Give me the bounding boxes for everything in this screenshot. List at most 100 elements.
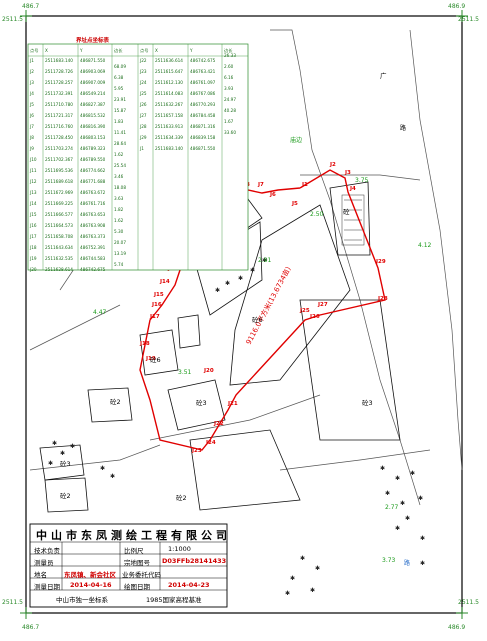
svg-text:J28: J28 <box>377 296 388 302</box>
coord-table-cell: 2511689.618 <box>45 179 73 184</box>
coord-table-cell: 28.64 <box>114 141 126 146</box>
coord-table-cell: J1 <box>140 146 144 151</box>
coord-table-cell: 5.30 <box>114 229 124 234</box>
svg-text:庙边: 庙边 <box>290 136 302 144</box>
coord-table-cell: 2511632.535 <box>45 256 73 261</box>
svg-text:J24: J24 <box>205 440 216 446</box>
coord-table-cell: 2511633.913 <box>155 124 183 129</box>
coord-table-cell: 486871.550 <box>190 146 216 151</box>
location-label: 地名 <box>34 571 47 579</box>
svg-text:砼6: 砼6 <box>150 355 161 364</box>
coord-table-cell: J12 <box>30 179 37 184</box>
draw-date-value: 2014-04-23 <box>168 581 210 589</box>
scale-value: 1:1000 <box>168 545 191 553</box>
coord-table-cell: 20.07 <box>114 240 126 245</box>
coord-table-cell: 2511728.257 <box>45 80 73 85</box>
svg-text:✱: ✱ <box>395 525 400 532</box>
svg-text:砼3: 砼3 <box>60 459 71 468</box>
coord-table-cell: J14 <box>30 201 37 206</box>
coord-table-cell: 486763.653 <box>80 212 106 217</box>
surveyor-label: 测量员 <box>34 559 54 567</box>
coord-table-cell: 486549.214 <box>80 91 106 96</box>
svg-text:✱: ✱ <box>300 555 305 562</box>
coord-table-cell: 486871.550 <box>80 58 106 63</box>
coord-table-cell: 2511658.708 <box>45 234 73 239</box>
frame-bottom-left-x: 486.7 <box>22 624 40 631</box>
svg-text:✱: ✱ <box>420 560 425 567</box>
svg-text:J17: J17 <box>149 314 160 320</box>
svg-text:✱: ✱ <box>60 450 65 457</box>
coord-table-cell: J15 <box>30 212 37 217</box>
coord-table-cell: 2511615.647 <box>155 69 183 74</box>
coord-table-cell: 486815.532 <box>80 113 106 118</box>
svg-text:✱: ✱ <box>238 275 243 282</box>
svg-text:J21: J21 <box>227 401 238 407</box>
coord-table-cell: 486763.373 <box>80 234 106 239</box>
coord-table-cell: 5.95 <box>114 86 124 91</box>
svg-text:✱: ✱ <box>380 465 385 472</box>
coord-table-cell: 486763.908 <box>80 223 106 228</box>
coord-table-header: 边长 <box>114 48 123 53</box>
svg-text:✱: ✱ <box>400 500 405 507</box>
svg-text:砼3: 砼3 <box>362 398 373 407</box>
svg-text:J26: J26 <box>309 314 320 320</box>
coord-table-cell: J29 <box>140 135 147 140</box>
coord-table-cell: 2511702.367 <box>45 157 73 162</box>
coordinate-table-title: 界址点坐标表 <box>76 38 110 44</box>
coord-table-cell: 486767.086 <box>190 91 216 96</box>
svg-text:路: 路 <box>404 559 410 567</box>
svg-text:2.91: 2.91 <box>258 257 272 264</box>
coord-table-cell: 2511695.536 <box>45 168 73 173</box>
frame-bottom-right-x: 486.9 <box>448 624 466 631</box>
svg-text:J4: J4 <box>349 186 356 192</box>
svg-text:J19: J19 <box>145 356 156 362</box>
coord-table-cell: 486774.662 <box>80 168 106 173</box>
coord-table-cell: J9 <box>30 146 34 151</box>
coord-table-header: 点号 <box>30 48 39 53</box>
coord-table-cell: 1.62 <box>114 218 124 223</box>
survey-date-value: 2014-04-16 <box>70 581 112 589</box>
coord-table-cell: J5 <box>30 102 34 107</box>
svg-text:砼6: 砼6 <box>252 315 263 324</box>
coord-table-cell: 2511664.573 <box>45 223 73 228</box>
coord-table-cell: 486763.672 <box>80 190 106 195</box>
coord-table-cell: 25.54 <box>114 163 126 168</box>
svg-text:4.47: 4.47 <box>93 309 107 316</box>
coord-table-cell: 33.60 <box>224 130 236 135</box>
coord-table-cell: 26.33 <box>224 53 236 58</box>
coord-table-cell: 1.83 <box>114 119 124 124</box>
svg-text:3.73: 3.73 <box>382 557 396 564</box>
coord-table-cell: J24 <box>140 80 147 85</box>
svg-text:✱: ✱ <box>250 267 255 274</box>
coord-table-cell: 2511614.083 <box>155 91 183 96</box>
coord-table-cell: J25 <box>140 91 147 96</box>
svg-text:3.75: 3.75 <box>355 177 369 184</box>
svg-text:✱: ✱ <box>110 473 115 480</box>
svg-text:✱: ✱ <box>405 515 410 522</box>
svg-text:砼2: 砼2 <box>60 491 71 500</box>
coord-table-cell: J20 <box>30 267 37 272</box>
coord-table-cell: 486839.158 <box>190 135 216 140</box>
svg-text:2.77: 2.77 <box>385 504 399 511</box>
coord-table-cell: J8 <box>30 135 34 140</box>
svg-text:J2: J2 <box>329 162 336 168</box>
coord-table-cell: 1.82 <box>114 207 124 212</box>
coord-table-cell: 486742.675 <box>190 58 216 63</box>
svg-text:✱: ✱ <box>315 565 320 572</box>
scale-label: 比例尺 <box>124 547 144 555</box>
owner-code-label: 业务委托代码 <box>122 571 161 579</box>
coord-table-cell: 2511710.780 <box>45 102 73 107</box>
coord-table-cell: 2511636.614 <box>155 58 183 63</box>
coord-table-cell: 6.38 <box>114 75 124 80</box>
coord-table-cell: 486789.550 <box>80 157 106 162</box>
coord-table-cell: 2.60 <box>224 64 234 69</box>
coord-table-cell: 2511732.391 <box>45 91 73 96</box>
svg-text:4.12: 4.12 <box>418 242 432 249</box>
coord-table-cell: 24.97 <box>224 97 236 102</box>
coord-table-cell: 486907.009 <box>80 80 106 85</box>
coord-table-cell: 2511728.450 <box>45 135 73 140</box>
svg-text:✱: ✱ <box>52 440 57 447</box>
svg-text:✱: ✱ <box>100 465 105 472</box>
coord-table-cell: 486770.293 <box>190 102 216 107</box>
